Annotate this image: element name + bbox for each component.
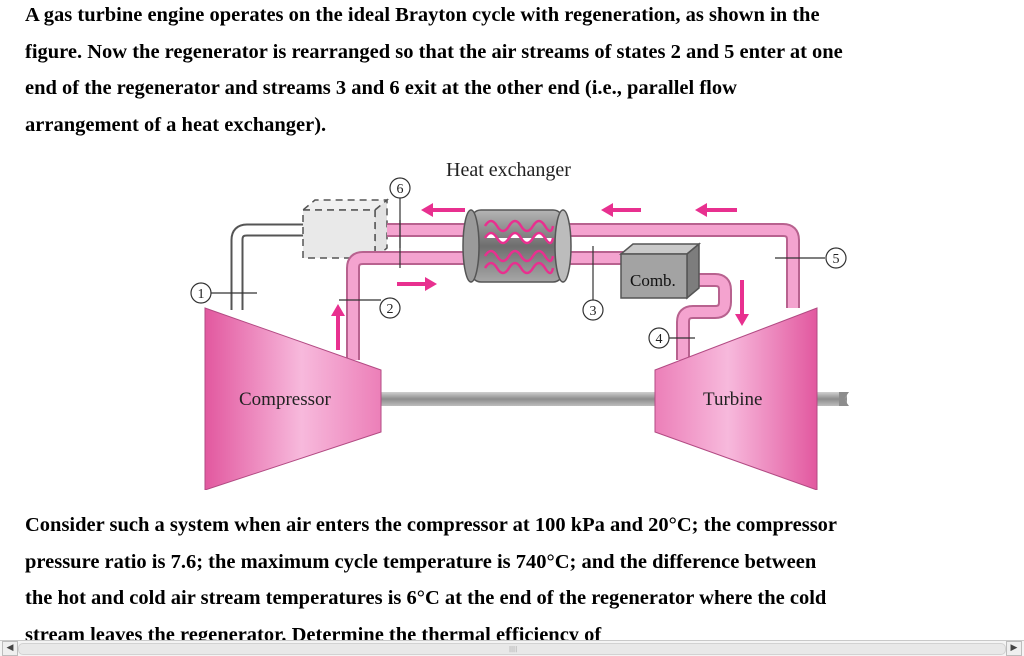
state-label-2: 2 [387,302,394,317]
problem-intro: A gas turbine engine operates on the ide… [25,0,1024,143]
question-line-4: stream leaves the regenerator. Determine… [25,623,602,641]
question-line-1: Consider such a system when air enters t… [25,514,838,536]
intro-line-1: A gas turbine engine operates on the ide… [25,4,820,26]
pipe-2 [346,251,467,360]
state-label-3: 3 [590,304,597,319]
arrow-right-2 [397,277,437,291]
flow-arrows [331,203,749,350]
scroll-right-icon[interactable]: ▶ [1006,641,1022,656]
arrow-left-5 [695,203,737,217]
state-label-5: 5 [833,252,840,267]
combustor-label: Comb. [630,271,676,290]
brayton-regeneration-diagram: Heat exchanger Comb. [190,159,849,490]
state-markers [211,192,825,339]
intro-line-3: end of the regenerator and streams 3 and… [25,77,737,99]
state-label-6: 6 [397,182,404,197]
state-label-1: 1 [198,287,205,302]
arrow-left-hx [601,203,641,217]
arrow-left-6 [421,203,465,217]
shaft-end [839,392,849,406]
state-label-4: 4 [656,332,663,347]
compressor: Compressor [204,307,382,490]
scroll-thumb[interactable]: |||| [18,643,1006,655]
turbine: Turbine [654,307,818,490]
heat-exchanger-label: Heat exchanger [446,159,571,181]
horizontal-scrollbar[interactable]: ◀ |||| ▶ [0,640,1024,656]
question-line-2: pressure ratio is 7.6; the maximum cycle… [25,550,817,573]
intro-line-2: figure. Now the regenerator is rearrange… [25,40,843,63]
question-line-3: the hot and cold air stream temperatures… [25,587,827,609]
arrow-up-compressor [331,304,345,350]
exhaust-outlet [300,198,390,260]
turbine-label: Turbine [703,389,762,410]
scroll-left-icon[interactable]: ◀ [2,641,18,656]
compressor-label: Compressor [239,389,332,410]
intro-line-4: arrangement of a heat exchanger). [25,113,327,136]
state-circles [190,177,847,349]
problem-question: Consider such a system when air enters t… [25,507,1024,641]
combustor: Comb. [618,242,702,300]
arrow-down-turbine [735,280,749,326]
heat-exchanger [462,209,572,283]
grip-icon: |||| [509,646,518,653]
